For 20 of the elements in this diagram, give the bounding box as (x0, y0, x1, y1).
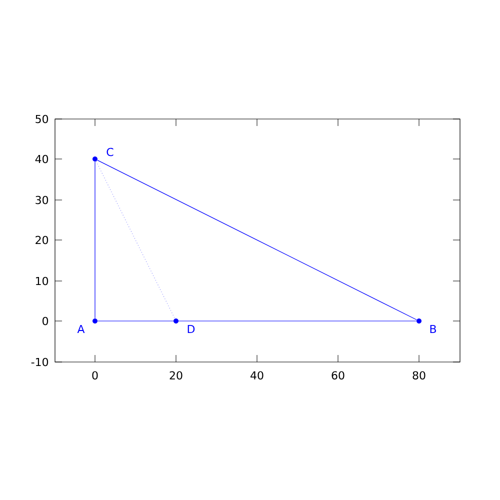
tick-label: 20 (170, 371, 182, 380)
tick-label: 40 (250, 371, 264, 380)
tick-label: 0 (42, 316, 48, 326)
point-label: D (188, 325, 195, 333)
tick-label: 0 (92, 371, 98, 380)
point-label: B (430, 325, 436, 333)
point-label: A (77, 325, 85, 333)
line-segment (97, 160, 417, 320)
tick-label: 80 (412, 371, 426, 380)
tick-label: 50 (36, 114, 48, 124)
tick-label: 60 (332, 371, 344, 380)
line-segment (97, 320, 417, 322)
tick-label: -10 (31, 358, 48, 366)
point-label: C (106, 148, 114, 156)
tick-label: 10 (36, 276, 48, 286)
tick-label: 20 (36, 236, 48, 244)
tick-label: 30 (36, 196, 48, 204)
line-segment (96, 161, 176, 319)
tick-label: 40 (35, 154, 48, 164)
line-segment (94, 161, 96, 319)
